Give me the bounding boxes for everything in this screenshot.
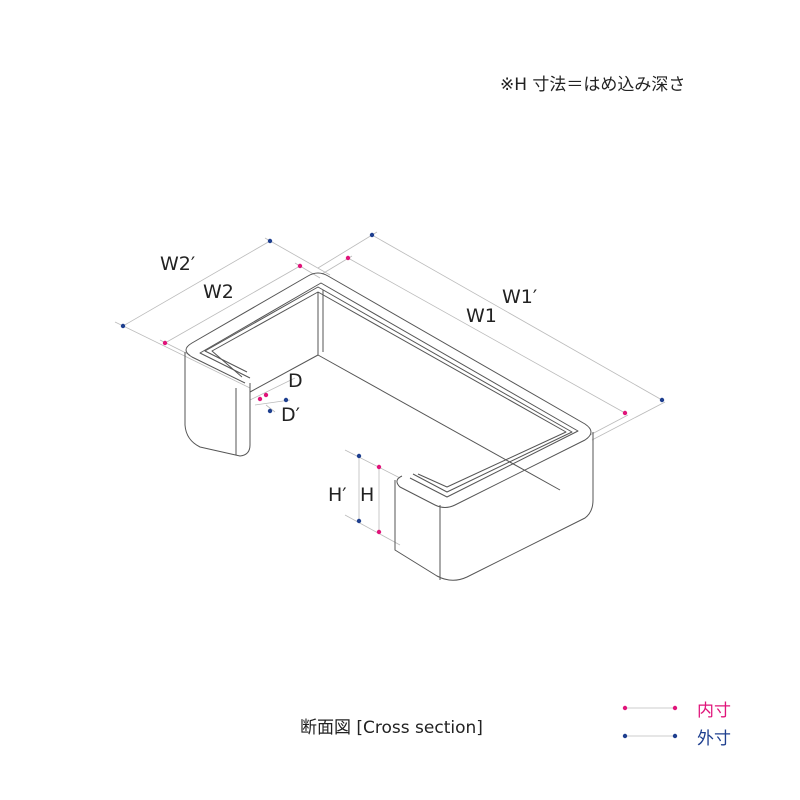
label-w2-inner: W2 <box>203 281 234 303</box>
legend-outer-label: 外寸 <box>697 729 731 749</box>
label-w2-outer: W2′ <box>160 253 196 275</box>
label-w1-inner: W1 <box>466 305 497 327</box>
part-outline <box>184 272 594 581</box>
label-w1-outer: W1′ <box>502 286 538 308</box>
dimension-points <box>120 232 665 535</box>
caption: 断面図 [Cross section] <box>300 718 483 738</box>
label-h-inner: H <box>360 484 375 506</box>
depth-note: ※H 寸法＝はめ込み深さ <box>500 75 686 95</box>
legend-inner-label: 内寸 <box>697 701 731 721</box>
label-h-outer: H′ <box>328 484 347 506</box>
dimension-lines <box>114 231 666 546</box>
label-d-inner: D <box>288 370 303 392</box>
label-d-outer: D′ <box>281 404 300 426</box>
legend-lines <box>622 705 678 739</box>
